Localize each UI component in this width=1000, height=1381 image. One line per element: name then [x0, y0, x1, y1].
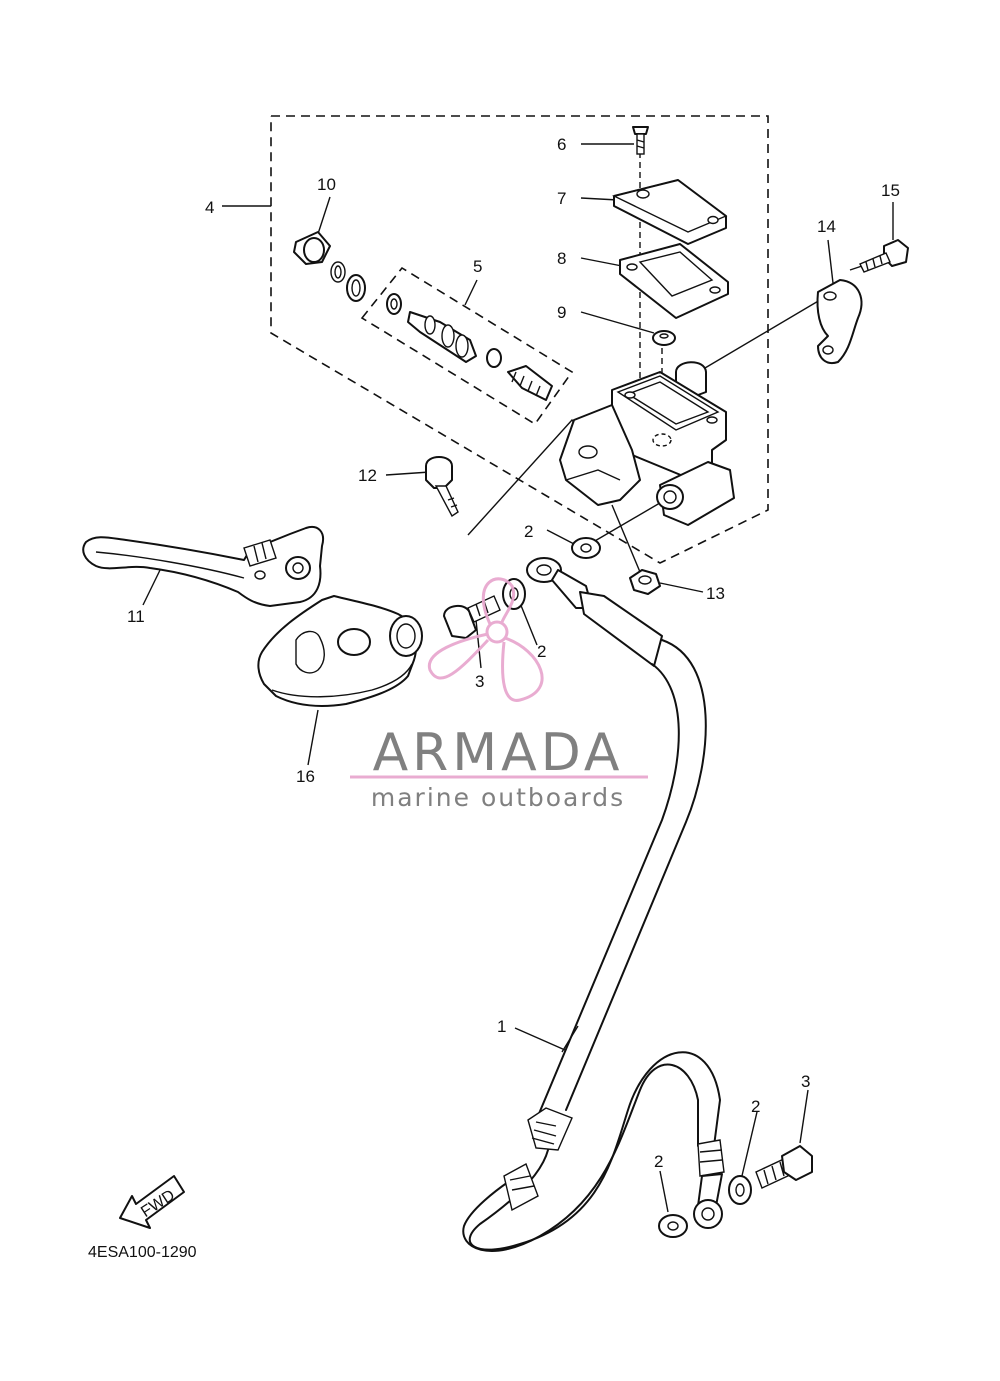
- callout-3-lower: 3: [801, 1072, 810, 1091]
- brake-lever-11: [82, 526, 324, 607]
- piston-kit-5: [386, 293, 553, 401]
- brake-hose-1: [462, 639, 725, 1252]
- group-boundary-5: [360, 266, 574, 426]
- callout-10: 10: [317, 175, 336, 194]
- lever-cover-16: [257, 595, 423, 707]
- callout-12: 12: [358, 466, 377, 485]
- watermark-brand: ARMADA: [373, 723, 624, 783]
- lower-banjo-bolt-3: [658, 1145, 813, 1238]
- callout-9: 9: [557, 303, 566, 322]
- diaphragm-holder-8: [619, 243, 729, 319]
- master-cylinder-body: [559, 361, 735, 526]
- callout-8: 8: [557, 249, 566, 268]
- callout-1: 1: [497, 1017, 506, 1036]
- pivot-bolt-12: [425, 456, 459, 518]
- callout-13: 13: [706, 584, 725, 603]
- callout-3-center: 3: [475, 672, 484, 691]
- callout-6: 6: [557, 135, 566, 154]
- watermark-tagline: marine outboards: [371, 783, 625, 812]
- diaphragm-9: [652, 330, 676, 346]
- group-boundary-4: [270, 115, 769, 564]
- armada-watermark: ARMADA marine outboards: [350, 577, 648, 812]
- callouts: 1 2 2 2 2 3 3 4 5 6 7 8 9 10 11 12 13 14…: [127, 135, 900, 1171]
- dust-boot-10: [293, 231, 366, 302]
- callout-2-lower-right: 2: [751, 1097, 760, 1116]
- callout-2-upper: 2: [524, 522, 533, 541]
- diagram-code: 4ESA100-1290: [88, 1244, 197, 1261]
- screw-6: [632, 126, 649, 155]
- callout-4: 4: [205, 198, 214, 217]
- callout-5: 5: [473, 257, 482, 276]
- callout-2-center: 2: [537, 642, 546, 661]
- reservoir-cap-7: [611, 179, 728, 245]
- fwd-arrow-icon: FWD: [119, 1175, 185, 1229]
- nut-13: [629, 569, 661, 595]
- callout-2-lower-left: 2: [654, 1152, 663, 1171]
- clamp-14: [816, 279, 863, 364]
- leader-lines: [142, 143, 894, 1213]
- bolt-15: [859, 239, 909, 273]
- callout-14: 14: [817, 217, 836, 236]
- propeller-logo-icon: [427, 577, 544, 702]
- upper-banjo-union: [443, 537, 663, 667]
- callout-16: 16: [296, 767, 315, 786]
- callout-7: 7: [557, 189, 566, 208]
- callout-11: 11: [127, 607, 145, 626]
- callout-15: 15: [881, 181, 900, 200]
